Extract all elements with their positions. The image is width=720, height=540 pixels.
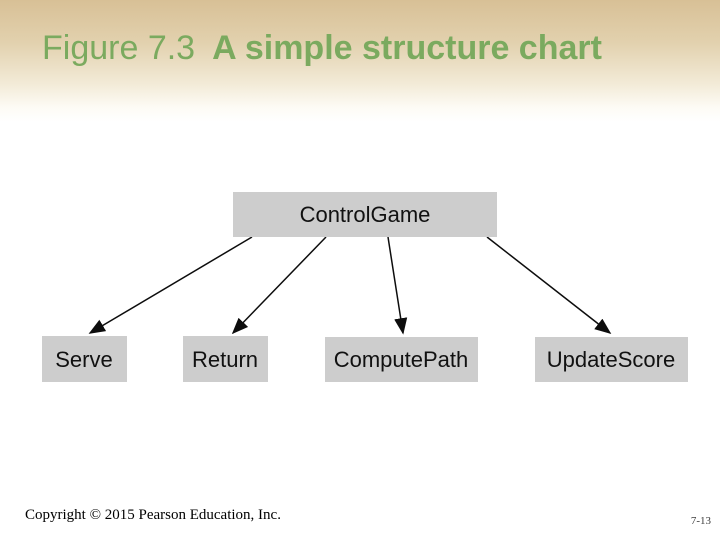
node-box-controlgame <box>233 192 497 237</box>
node-label-return: Return <box>192 347 258 372</box>
slide-title: Figure 7.3 A simple structure chart <box>42 29 602 67</box>
node-label-updatescore: UpdateScore <box>547 347 675 372</box>
page-number: 7-13 <box>690 515 711 527</box>
node-box-computepath <box>325 337 478 382</box>
edge-controlgame-serve <box>88 236 253 334</box>
figure-caption: A simple structure chart <box>212 29 602 67</box>
copyright-text: Copyright © 2015 Pearson Education, Inc. <box>25 507 281 523</box>
edge-controlgame-return <box>231 236 327 335</box>
node-box-serve <box>42 336 127 382</box>
node-label-computepath: ComputePath <box>334 347 469 372</box>
node-label-serve: Serve <box>55 347 112 372</box>
edge-controlgame-updatescore <box>486 236 612 335</box>
header-gradient <box>0 0 720 122</box>
edge-controlgame-computepath <box>387 236 408 335</box>
node-box-updatescore <box>535 337 688 382</box>
node-box-return <box>183 336 268 382</box>
node-label-controlgame: ControlGame <box>300 202 431 227</box>
figure-number: Figure 7.3 <box>42 29 196 67</box>
